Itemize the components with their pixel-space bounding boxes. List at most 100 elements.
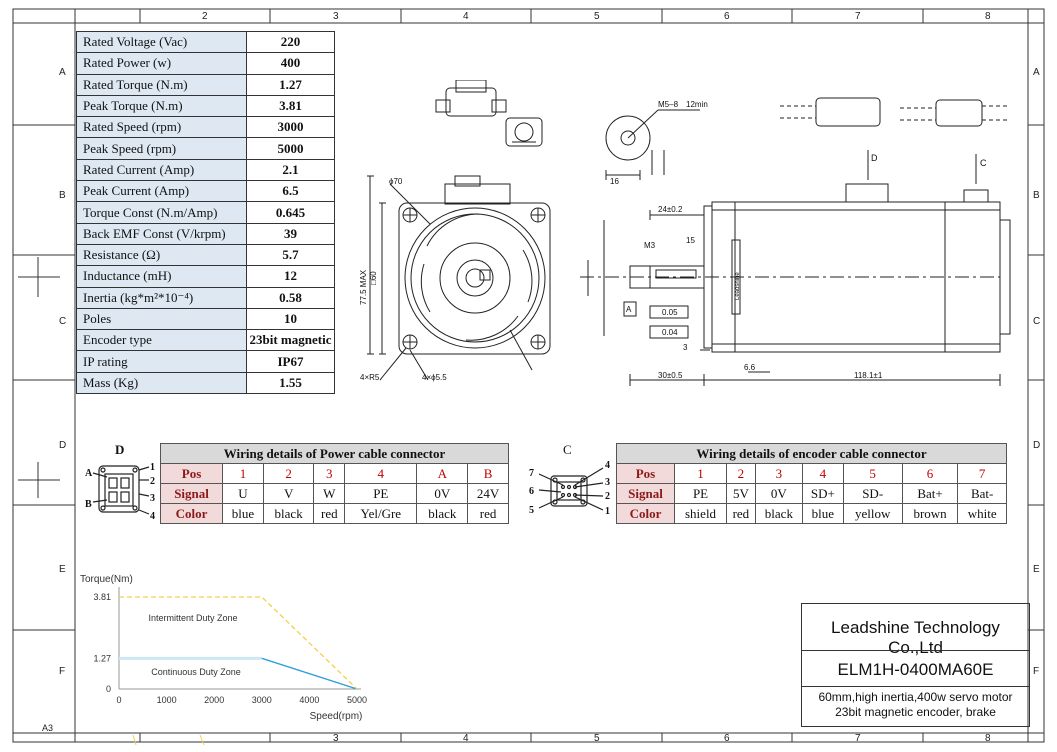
flange-front-view [367, 175, 551, 381]
encoder-pos-cell: 4 [802, 463, 844, 484]
x-tick-label: 0 [116, 695, 121, 705]
power-pin-1: 1 [150, 462, 155, 473]
brand-side-label: Leadshine [735, 272, 741, 300]
power-pin-b: B [85, 499, 92, 510]
y-axis-label: Torque(Nm) [80, 574, 133, 585]
spec-value: 1.27 [246, 73, 335, 96]
encoder-pin-3: 3 [605, 477, 610, 488]
connector-sketch-top [435, 80, 543, 147]
col-label-4: 4 [463, 11, 469, 22]
power-color-cell: black [416, 503, 469, 524]
spec-value: 2.1 [246, 158, 335, 182]
spec-row: Rated Current (Amp)2.1 [76, 158, 335, 182]
power-wiring-table: Wiring details of Power cable connector … [159, 443, 509, 524]
spec-label: Inductance (mH) [76, 265, 247, 288]
encoder-signal-cell: 5V [726, 483, 756, 504]
col-label-7-bottom: 7 [855, 733, 861, 744]
col-label-8-bottom: 8 [985, 733, 991, 744]
power-color-cell: red [467, 503, 509, 524]
spec-value: 1.55 [246, 371, 335, 395]
label-d: D [871, 153, 878, 163]
spec-value: 0.645 [246, 201, 335, 224]
continuous-zone-label: Continuous Duty Zone [151, 667, 241, 677]
y-tick-label: 3.81 [93, 592, 111, 602]
power-pin-3: 3 [150, 493, 155, 504]
encoder-pos-cell: 7 [957, 463, 1007, 484]
power-color-cell: black [262, 503, 315, 524]
power-connector-sketch: D A B 1 2 3 4 [85, 442, 155, 522]
row-label-c: C [59, 316, 67, 327]
motor-drawing: ϕ70 □60 77.5 MAX 4×R5 4×ϕ5.5 M5–8 12min … [359, 80, 1011, 386]
col-label-6: 6 [724, 11, 730, 22]
power-signal-cell: PE [344, 483, 418, 504]
spec-value: IP67 [246, 350, 335, 373]
power-signal-cell: W [313, 483, 346, 504]
company-name: Leadshine Technology Co.,Ltd [831, 618, 1000, 657]
row-label-d: D [59, 440, 67, 451]
divider-2 [802, 686, 1029, 687]
x-tick-label: 1000 [157, 695, 177, 705]
spec-label: Inertia (kg*m²*10⁻⁴) [76, 286, 247, 309]
spec-row: Resistance (Ω)5.7 [76, 243, 335, 267]
power-pos-cell: 3 [313, 463, 346, 484]
power-pin-2: 2 [150, 476, 155, 487]
encoder-connector-letter: C [563, 442, 572, 457]
x-tick-label: 2000 [204, 695, 224, 705]
spec-value: 12 [246, 265, 335, 288]
x-tick-label: 3000 [252, 695, 272, 705]
spec-label: Peak Current (Amp) [76, 180, 247, 203]
description-line-2: 23bit magnetic encoder, brake [835, 705, 996, 719]
spec-row: Peak Current (Amp)6.5 [76, 180, 335, 203]
dim-gtol1: 0.05 [662, 308, 678, 317]
spec-row: Peak Speed (rpm)5000 [76, 137, 335, 160]
encoder-color-cell: red [726, 503, 756, 524]
encoder-signal-cell: PE [673, 483, 728, 504]
spec-label: Rated Power (w) [76, 52, 247, 75]
row-label-f-right: F [1033, 666, 1040, 677]
power-pos-cell: A [416, 463, 469, 484]
col-label-2: 2 [202, 11, 208, 22]
dim-datum: A [626, 305, 632, 314]
spec-label: Peak Torque (N.m) [76, 94, 247, 118]
row-label-f: F [59, 666, 66, 677]
row-label-c-right: C [1033, 316, 1041, 327]
encoder-pin-6: 6 [529, 486, 534, 497]
row-label-b-right: B [1033, 190, 1040, 201]
encoder-wiring-table: Wiring details of encoder cable connecto… [616, 443, 1007, 524]
power-row-label-signal: Signal [159, 483, 224, 504]
encoder-pin-1: 1 [605, 506, 610, 517]
power-pos-cell: 2 [262, 463, 315, 484]
motor-side-view [580, 183, 1011, 386]
x-axis-label: Speed(rpm) [310, 711, 363, 722]
power-pos-cell: 1 [222, 463, 264, 484]
power-pos-cell: B [467, 463, 509, 484]
power-pos-cell: 4 [344, 463, 418, 484]
power-pin-4: 4 [150, 511, 155, 522]
y-tick-label: 1.27 [93, 653, 111, 663]
encoder-color-cell: shield [673, 503, 728, 524]
row-label-a-right: A [1033, 67, 1040, 78]
intermittent-zone-label: Intermittent Duty Zone [148, 613, 237, 623]
spec-value: 400 [246, 52, 335, 75]
spec-value: 39 [246, 222, 335, 245]
dim-l30: 30±0.5 [658, 371, 683, 380]
spec-value: 6.5 [246, 180, 335, 203]
spec-value: 0.58 [246, 286, 335, 309]
encoder-pin-5: 5 [529, 505, 534, 516]
dim-l3: 3 [683, 343, 688, 352]
encoder-signal-cell: SD- [842, 483, 903, 504]
spec-label: Rated Voltage (Vac) [76, 30, 247, 54]
power-signal-cell: 24V [467, 483, 509, 504]
col-label-3-bottom: 3 [333, 733, 339, 744]
encoder-row-label-color: Color [616, 503, 675, 524]
spec-label: Poles [76, 307, 247, 331]
encoder-color-cell: brown [901, 503, 959, 524]
encoder-signal-cell: Bat+ [901, 483, 959, 504]
dim-l66: 6.6 [744, 363, 756, 372]
spec-label: Torque Const (N.m/Amp) [76, 201, 247, 224]
spec-label: Rated Current (Amp) [76, 158, 247, 182]
